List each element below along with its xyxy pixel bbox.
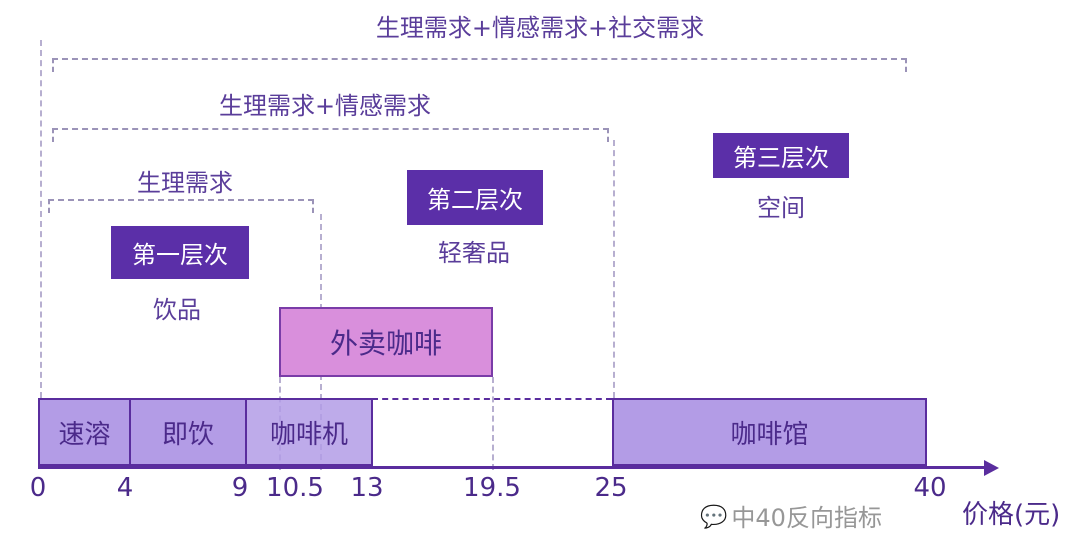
tick-label: 19.5 [463,473,521,503]
bar-coffee-shop: 咖啡馆 [612,398,927,466]
inner-bracket-label: 生理需求 [137,169,233,197]
price-axis [38,466,988,469]
watermark-text: 中40反向指标 [731,504,882,532]
tick-label: 40 [913,473,947,503]
tick-label: 10.5 [266,473,324,503]
tick-label: 9 [231,473,249,503]
guide-line-25 [613,140,615,398]
gap-dashed-line [372,398,612,400]
delivery-coffee-box: 外卖咖啡 [279,307,493,377]
axis-label: 价格(元) [962,500,1061,530]
middle-bracket-label: 生理需求+情感需求 [218,92,432,120]
outer-bracket-label: 生理需求+情感需求+社交需求 [375,14,705,42]
bar-coffee-machine: 咖啡机 [245,398,373,466]
middle-bracket [52,128,609,142]
wechat-icon: 💬 [700,505,728,530]
level-3-badge: 第三层次 [713,133,849,178]
outer-bracket [52,58,907,72]
tick-label: 4 [116,473,134,503]
tick-label: 13 [350,473,384,503]
axis-arrow-icon [984,460,999,476]
level-1-desc: 饮品 [153,296,201,324]
level-1-badge: 第一层次 [111,226,249,279]
watermark: 💬 中40反向指标 [700,504,882,532]
level-2-desc: 轻奢品 [438,239,510,267]
guide-line-19-5 [492,377,494,470]
zero-guide-line [40,40,42,398]
inner-bracket [48,199,314,213]
tick-label: 25 [594,473,628,503]
bar-instant: 速溶 [38,398,131,466]
level-3-desc: 空间 [757,194,805,222]
tick-label: 0 [29,473,47,503]
bar-ready-to-drink: 即饮 [129,398,247,466]
level-2-badge: 第二层次 [407,170,543,225]
